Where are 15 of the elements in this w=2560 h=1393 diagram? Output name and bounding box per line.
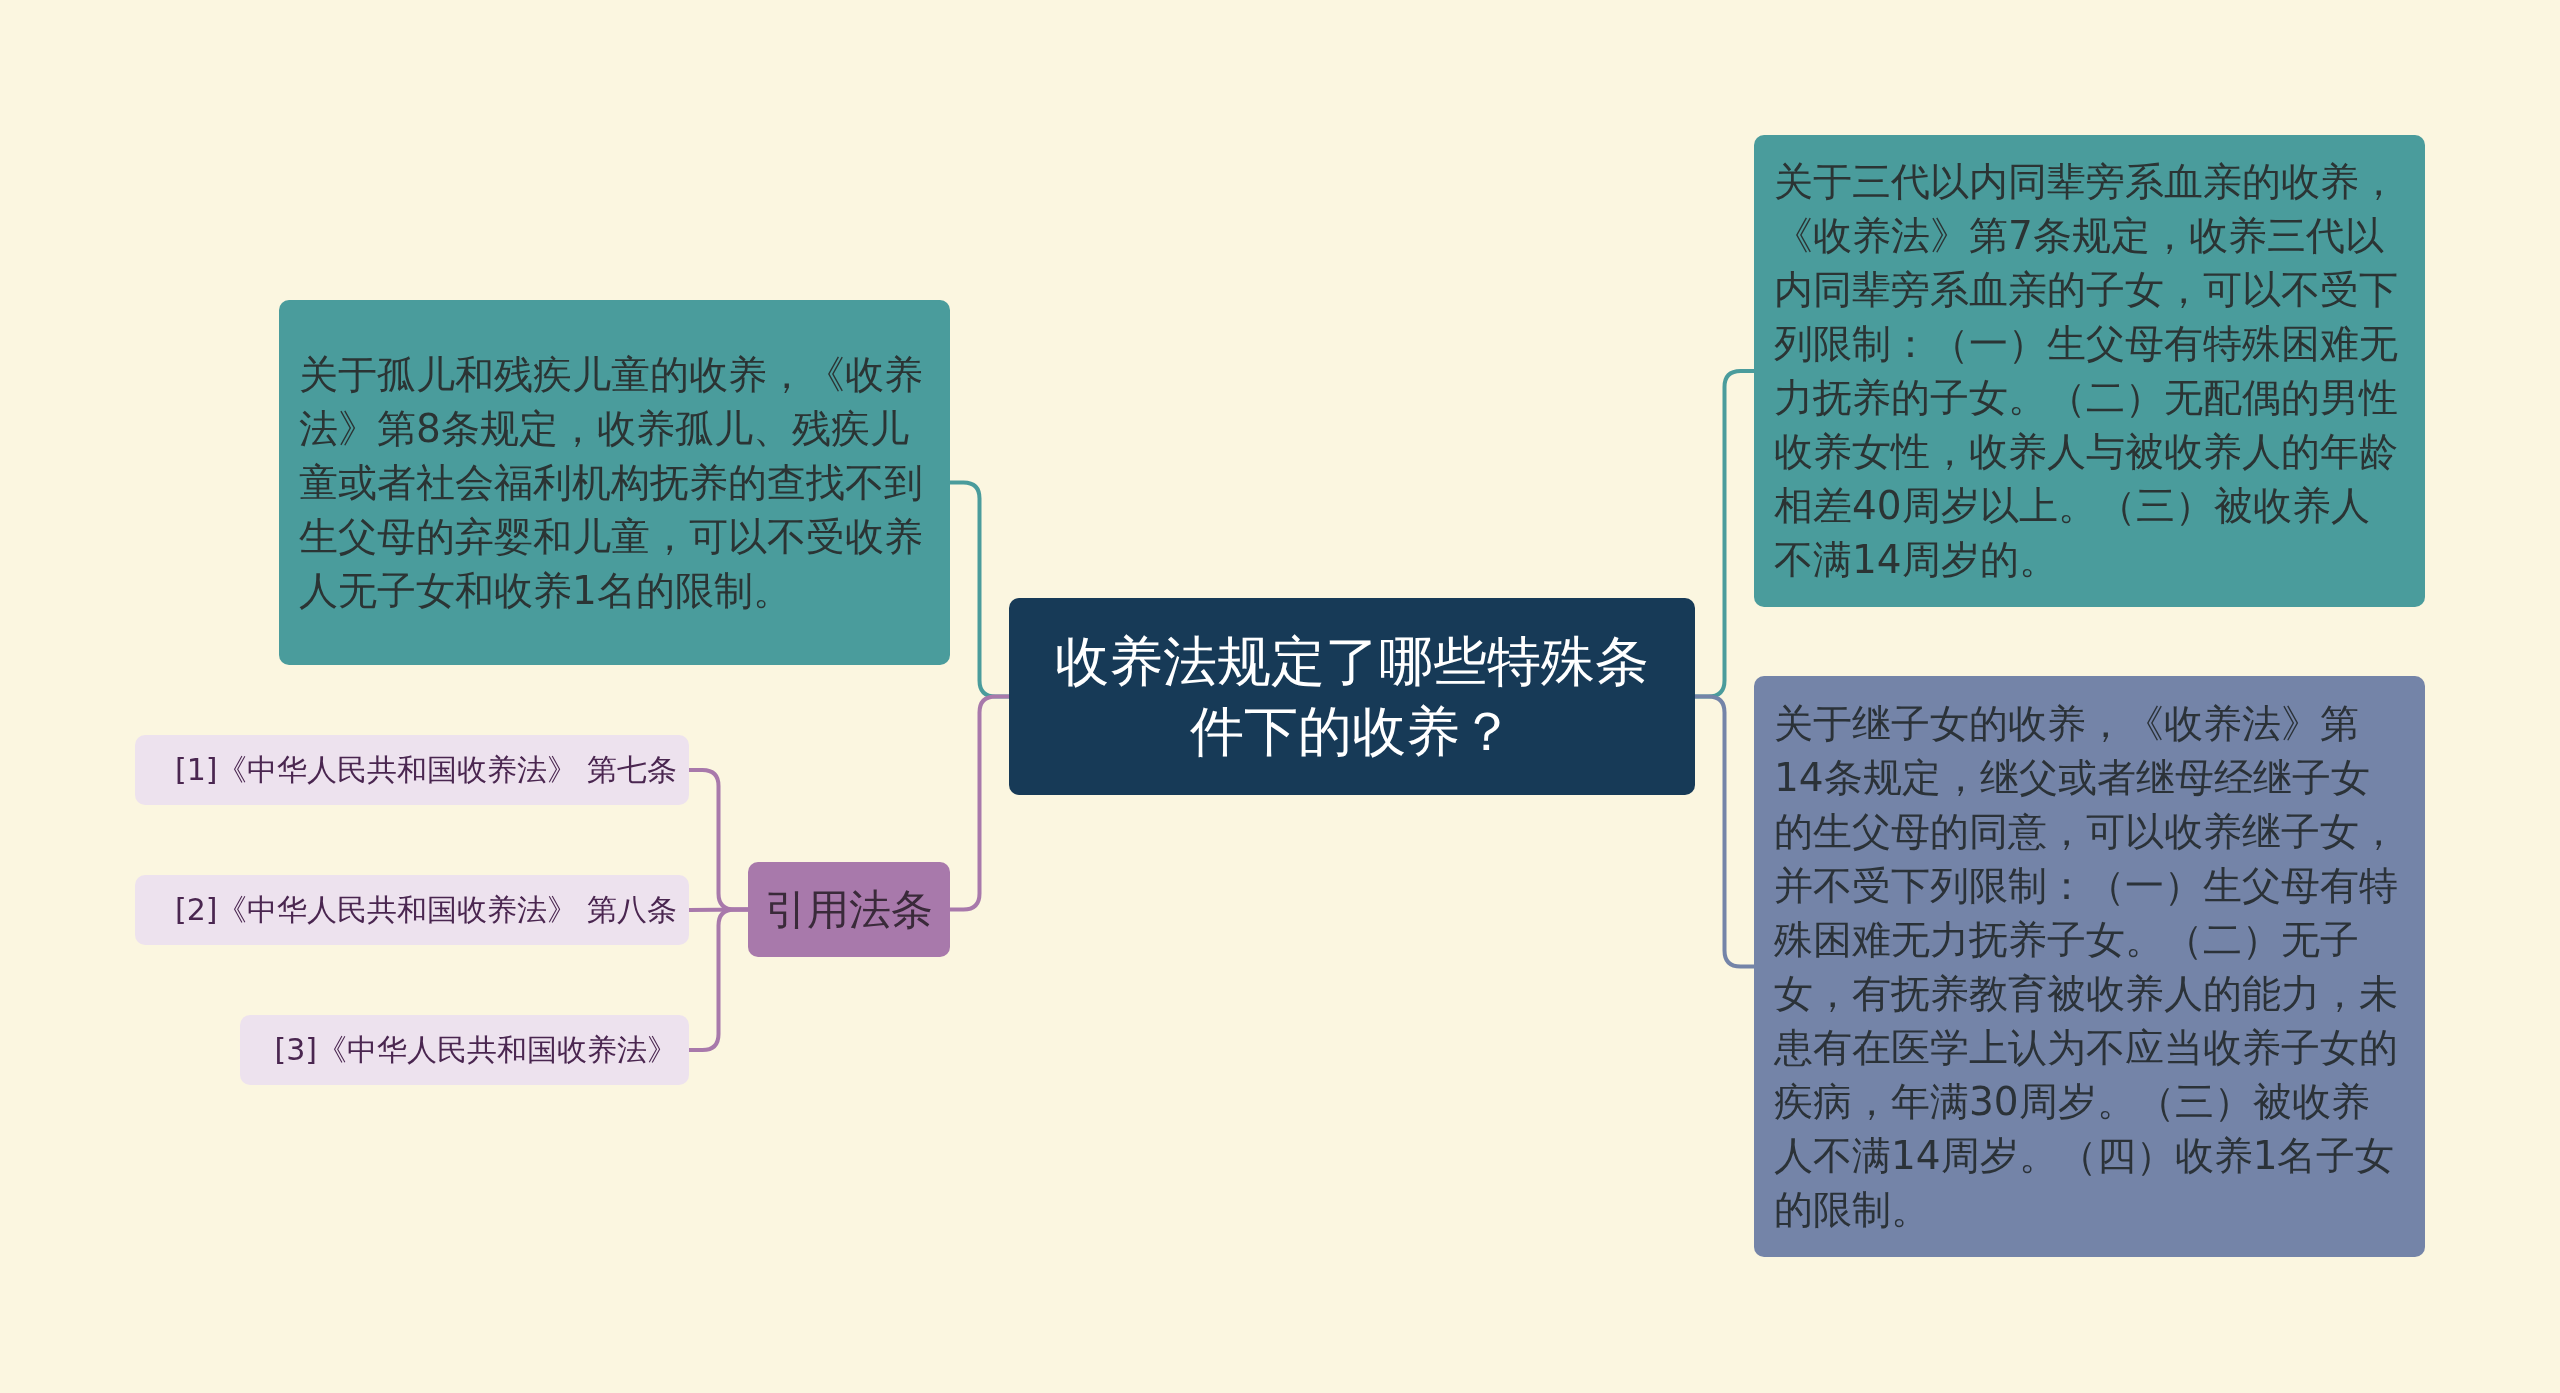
node-text: 关于三代以内同辈旁系血亲的收养，《收养法》第7条规定，收养三代以内同辈旁系血亲的子女，可以不受下列限制：（一）生父母有特殊困难无力抚养的子女。（二）无配偶的男性收养女性，收养人与被收养人的年龄相差40周岁以上。（三）被收养人不满14周岁的。 [1774, 158, 2399, 584]
node-text: [3]《中华人民共和国收养法》 [273, 1031, 677, 1069]
node-text: 引用法条 [764, 883, 934, 936]
node-text: [2]《中华人民共和国收养法》 第八条 [173, 891, 677, 929]
category-box [748, 862, 950, 957]
reference-box [240, 1015, 689, 1085]
note-box [1754, 135, 2425, 607]
node-text: [1]《中华人民共和国收养法》 第七条 [173, 751, 677, 789]
reference-box [135, 875, 689, 945]
note-box [279, 300, 950, 665]
topic-box [1009, 598, 1695, 795]
reference-box [135, 735, 689, 805]
node-text: 关于继子女的收养，《收养法》第14条规定，继父或者继母经继子女的生父母的同意，可以收养继子女，并不受下列限制：（一）生父母有特殊困难无力抚养子女。（二）无子女，有抚养教育被收养人的能力，未患有在医学上认为不应当收养子女的疾病，年满30周岁。（三）被收养人不满14周岁。（四）收养1名子女的限制。 [1774, 699, 2399, 1234]
node-text: 关于孤儿和残疾儿童的收养，《收养法》第8条规定，收养孤儿、残疾儿童或者社会福利机构抚养的查找不到生父母的弃婴和儿童，可以不受收养人无子女和收养1名的限制。 [299, 350, 924, 615]
node-text: 收养法规定了哪些特殊条件下的收养？ [1054, 628, 1650, 765]
